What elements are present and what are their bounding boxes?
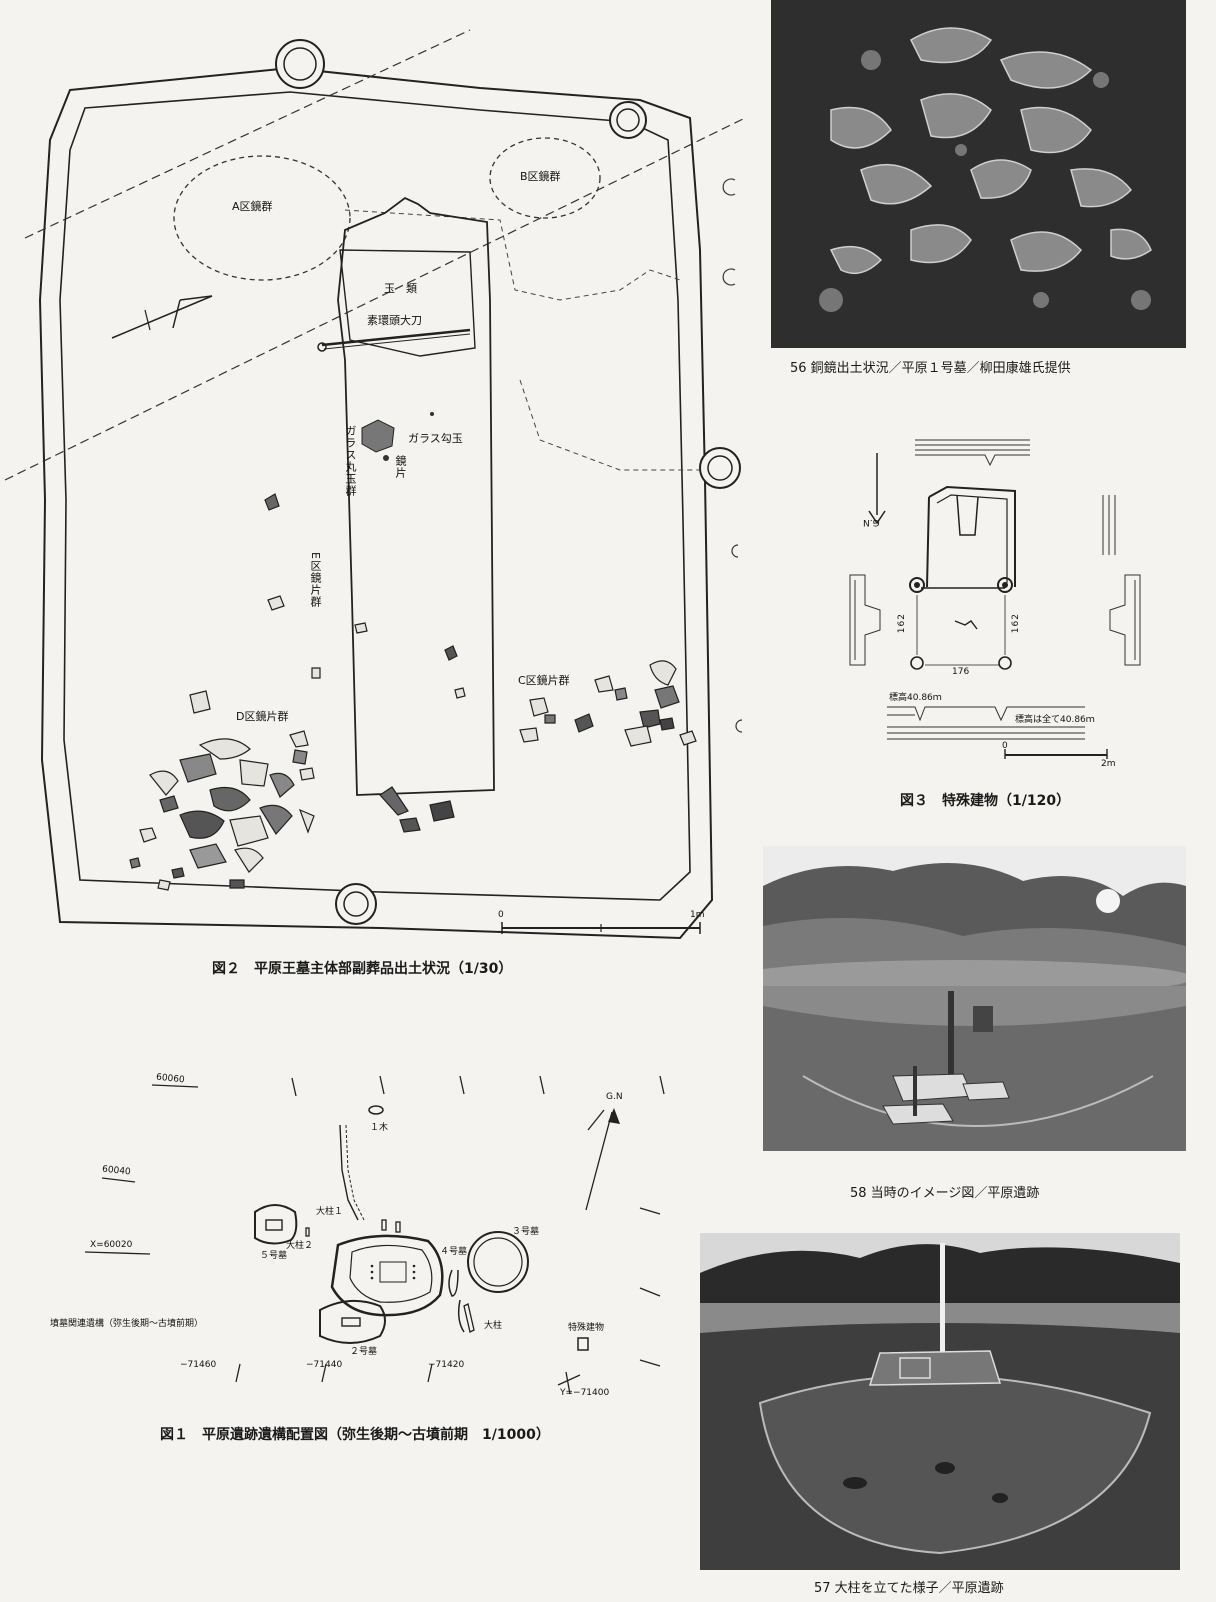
photo-57-image <box>700 1233 1180 1570</box>
fig3-elev-right: 標高は全て40.86ｍ <box>1015 715 1095 725</box>
fig1-y71400: Y=−71400 <box>560 1388 610 1398</box>
photo-58-caption: 58 当時のイメージ図／平原遺跡 <box>850 1186 1040 1201</box>
fig2-caption: 図２ 平原王墓主体部副葬品出土状況（1/30） <box>212 961 513 977</box>
fig1-pillar1: 大柱１ <box>316 1207 344 1217</box>
label-a-zone: A区鏡群 <box>232 200 273 213</box>
fig1-tomb2: ２号墓 <box>350 1347 378 1357</box>
fig2-plan: A区鏡群 B区鏡群 玉 類 素環頭大刀 ガラス勾玉 ガラス丸玉群 鏡片 E区鏡片… <box>0 0 760 940</box>
fig3-dim-left: 162 <box>897 613 907 634</box>
fig3-drawing <box>849 439 1141 759</box>
fig3-caption: 図３ 特殊建物（1/120） <box>900 793 1071 809</box>
photo-56-image <box>771 0 1186 348</box>
fig1-x60020: X=60020 <box>90 1240 133 1250</box>
fig1-tree1: １木 <box>370 1123 389 1133</box>
photo-57-pillar <box>700 1233 1180 1570</box>
fig1-drawing <box>84 1075 665 1395</box>
label-c-zone: C区鏡片群 <box>518 674 570 687</box>
fig3-plan: G.N 162 162 176 標高40.86ｍ 標高は全て40.86ｍ 0 2… <box>845 415 1145 785</box>
label-mirror-piece: 鏡片 <box>394 455 407 479</box>
fig2-scale-max: 1m <box>690 910 705 920</box>
photo-56-caption: 56 銅鏡出土状況／平原１号墓／柳田康雄氏提供 <box>790 361 1071 376</box>
label-b-zone: B区鏡群 <box>520 170 561 183</box>
fig1-y71460: −71460 <box>180 1360 217 1370</box>
fig2-drawing <box>4 29 746 940</box>
fig1-y71440: −71440 <box>306 1360 343 1370</box>
fig3-scale-zero: 0 <box>1002 741 1008 751</box>
label-glass-marudama: ガラス丸玉群 <box>344 425 357 497</box>
fig1-special-building: 特殊建物 <box>568 1323 605 1333</box>
fig1-period-label: 墳墓関連遺構（弥生後期～古墳前期） <box>50 1319 204 1329</box>
fig3-gn-label: G.N <box>863 517 880 527</box>
fig3-dim-bottom: 176 <box>952 667 970 677</box>
photo-58-reconstruction <box>763 846 1186 1151</box>
fig1-caption: 図１ 平原遺跡遺構配置図（弥生後期～古墳前期 1/1000） <box>160 1427 550 1443</box>
fig2-scale-zero: 0 <box>498 910 504 920</box>
photo-56-mirror-excavation <box>771 0 1186 348</box>
label-d-zone: D区鏡片群 <box>236 710 289 723</box>
fig1-tomb5: ５号墓 <box>260 1251 288 1261</box>
fig1-gn: G.N <box>606 1092 623 1102</box>
fig3-elev-left: 標高40.86ｍ <box>889 693 942 703</box>
fig3-scale-max: 2m <box>1101 759 1116 769</box>
label-beads: 玉 類 <box>384 282 417 295</box>
fig3-dim-right: 162 <box>1011 613 1021 634</box>
fig1-plan: 60060 60040 X=60020 １木 G.N 大柱１ 大柱２ ５号墓 ４… <box>50 1070 700 1420</box>
label-sword: 素環頭大刀 <box>367 314 422 327</box>
fig1-tomb4: ４号墓 <box>440 1247 468 1257</box>
photo-57-caption: 57 大柱を立てた様子／平原遺跡 <box>814 1581 1004 1596</box>
label-glass-magatama: ガラス勾玉 <box>408 432 463 445</box>
label-e-zone: E区鏡片群 <box>309 552 322 608</box>
photo-58-image <box>763 846 1186 1151</box>
fig1-pillar2: 大柱２ <box>286 1241 314 1251</box>
fig1-y71420: −71420 <box>428 1360 465 1370</box>
fig1-tomb3: ３号墓 <box>512 1227 540 1237</box>
fig1-pillar: 大柱 <box>484 1321 503 1331</box>
